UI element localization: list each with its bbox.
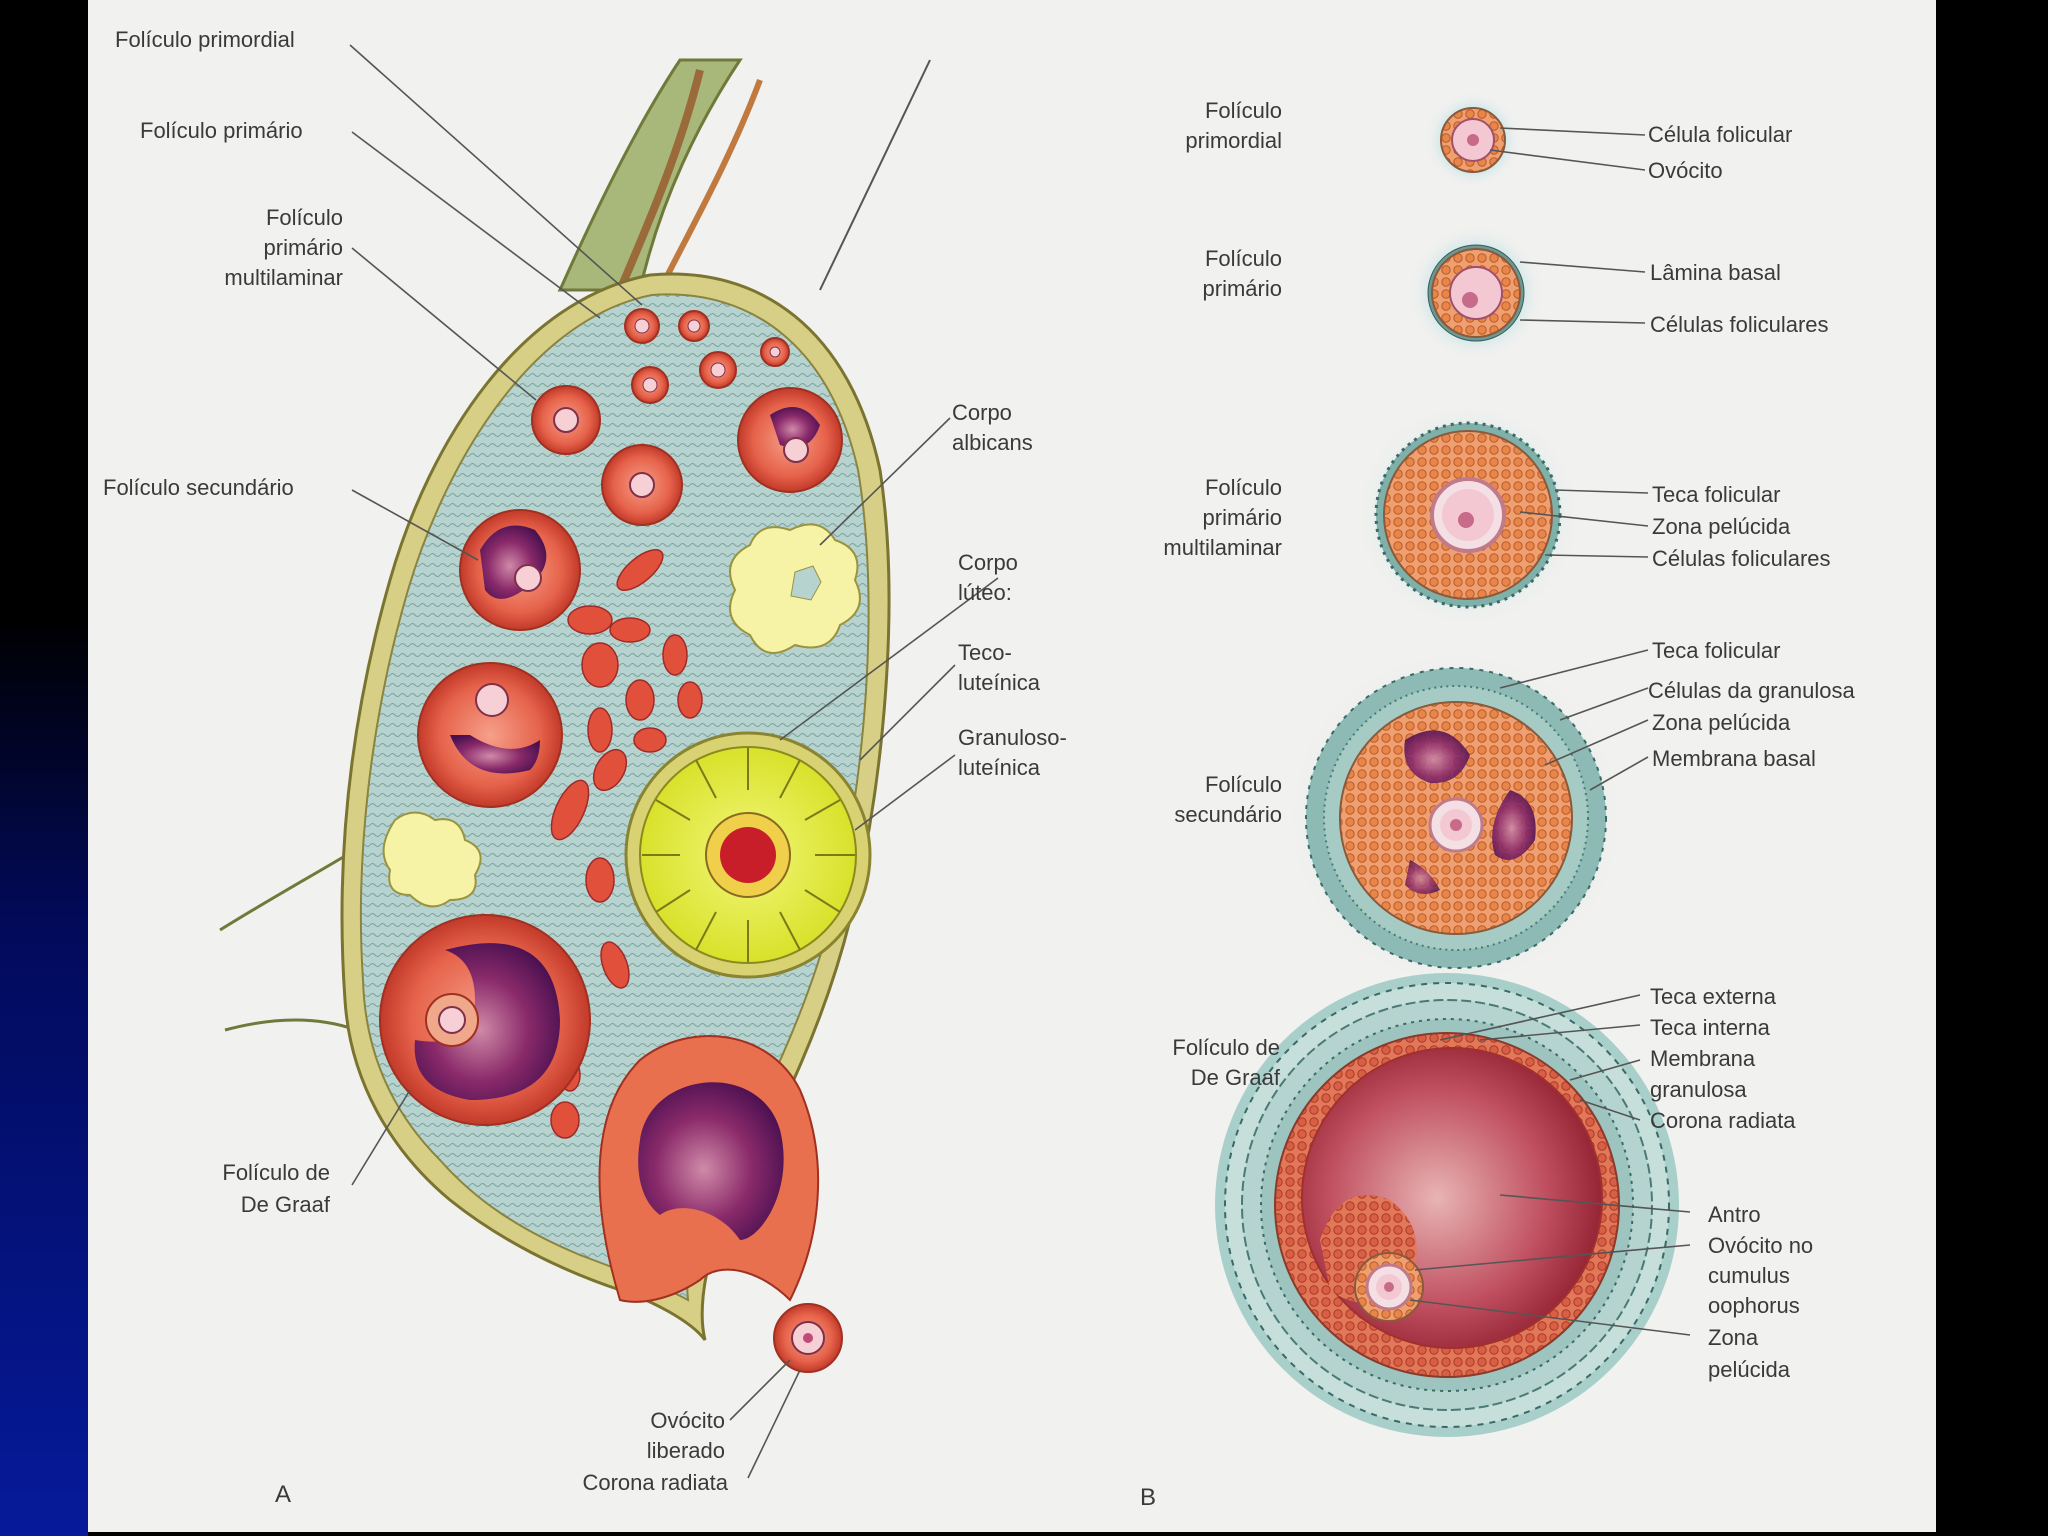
stage3-label-celulas-foliculares: Células foliculares: [1652, 546, 1831, 571]
stage4-name-1: Folículo: [1205, 772, 1282, 797]
slide-background-right: [1936, 0, 2048, 1536]
stage5-label-antro: Antro: [1708, 1202, 1761, 1227]
panel-b-letter: B: [1140, 1484, 1156, 1511]
label-multilaminar-2: primário: [264, 235, 343, 260]
label-degraaf-1: Folículo de: [222, 1160, 330, 1185]
ovary-section: [219, 58, 931, 1376]
stage1-label-celula-folicular: Célula folicular: [1648, 122, 1792, 147]
stage4-label-membrana-basal: Membrana basal: [1652, 746, 1816, 771]
stage4-label-teca-folicular: Teca folicular: [1652, 638, 1780, 663]
label-granuloso-1: Granuloso-: [958, 725, 1067, 750]
stage1-label-ovocito: Ovócito: [1648, 158, 1723, 183]
corpus-luteum: [624, 731, 872, 979]
label-teco-2: luteínica: [958, 670, 1041, 695]
stage2-name-2: primário: [1203, 276, 1282, 301]
label-granuloso-2: luteínica: [958, 755, 1041, 780]
panel-a-letter: A: [275, 1481, 291, 1508]
panel-a-labels: Folículo primordial Folículo primário Fo…: [103, 27, 1067, 1508]
stage4-name-2: secundário: [1174, 802, 1282, 827]
stage3-name-1: Folículo: [1205, 475, 1282, 500]
stage-graafian-follicle: [1215, 973, 1679, 1437]
panel-b-labels: Folículo primordial Célula folicular Ovó…: [1140, 98, 1855, 1511]
corpus-albicans-small: [382, 811, 482, 908]
stage-primordial-follicle: [1425, 92, 1521, 188]
stage-secondary-follicle: [1288, 650, 1624, 986]
stage1-name-2: primordial: [1185, 128, 1282, 153]
panel-b-leader-lines: [1409, 127, 1691, 1336]
label-folic-primario: Folículo primário: [140, 118, 303, 143]
stage5-label-cumulus: cumulus: [1708, 1263, 1790, 1288]
stage5-label-ovocito-no: Ovócito no: [1708, 1233, 1813, 1258]
stage-primary-follicle: [1408, 225, 1544, 361]
label-multilaminar-1: Folículo: [266, 205, 343, 230]
label-folic-secundario: Folículo secundário: [103, 475, 294, 500]
stage5-label-teca-externa: Teca externa: [1650, 984, 1777, 1009]
stage2-name-1: Folículo: [1205, 246, 1282, 271]
label-corpo-luteo-1: Corpo: [958, 550, 1018, 575]
stage2-label-lamina-basal: Lâmina basal: [1650, 260, 1781, 285]
ovulating-follicle: [598, 1035, 820, 1303]
stage5-label-corona-radiata: Corona radiata: [1650, 1108, 1796, 1133]
stage5-label-membrana: Membrana: [1650, 1046, 1756, 1071]
atretic-follicles: [550, 549, 703, 1139]
antral-follicle: [417, 662, 563, 808]
stage5-name-1: Folículo de: [1172, 1035, 1280, 1060]
stage4-label-celulas-granulosa: Células da granulosa: [1648, 678, 1855, 703]
stage5-name-2: De Graaf: [1191, 1065, 1281, 1090]
label-corona-radiata: Corona radiata: [582, 1470, 728, 1495]
stage1-name-1: Folículo: [1205, 98, 1282, 123]
stage3-name-2: primário: [1203, 505, 1282, 530]
stage2-label-celulas-foliculares: Células foliculares: [1650, 312, 1829, 337]
label-ovocito-1: Ovócito: [650, 1408, 725, 1433]
label-teco-1: Teco-: [958, 640, 1012, 665]
slide-background-left: [0, 0, 88, 1536]
label-ovocito-2: liberado: [647, 1438, 725, 1463]
stage5-label-zona: Zona: [1708, 1325, 1759, 1350]
label-multilaminar-3: multilaminar: [224, 265, 343, 290]
label-folic-primordial: Folículo primordial: [115, 27, 295, 52]
stage4-label-zona-pelucida: Zona pelúcida: [1652, 710, 1791, 735]
label-corpo-albicans-2: albicans: [952, 430, 1033, 455]
stage5-label-pelucida: pelúcida: [1708, 1357, 1791, 1382]
mesovarium: [557, 58, 743, 292]
stage3-label-teca-folicular: Teca folicular: [1652, 482, 1780, 507]
label-corpo-luteo-2: lúteo:: [958, 580, 1012, 605]
stage-multilaminar-follicle: [1356, 403, 1580, 627]
stage3-name-3: multilaminar: [1163, 535, 1282, 560]
label-corpo-albicans-1: Corpo: [952, 400, 1012, 425]
stage5-label-teca-interna: Teca interna: [1650, 1015, 1771, 1040]
stage5-label-oophorus: oophorus: [1708, 1293, 1800, 1318]
stage3-label-zona-pelucida: Zona pelúcida: [1652, 514, 1791, 539]
label-degraaf-2: De Graaf: [241, 1192, 331, 1217]
stage5-label-granulosa: granulosa: [1650, 1077, 1747, 1102]
primordial-follicles: [624, 308, 790, 404]
panel-a-leader-lines: [349, 44, 999, 1479]
